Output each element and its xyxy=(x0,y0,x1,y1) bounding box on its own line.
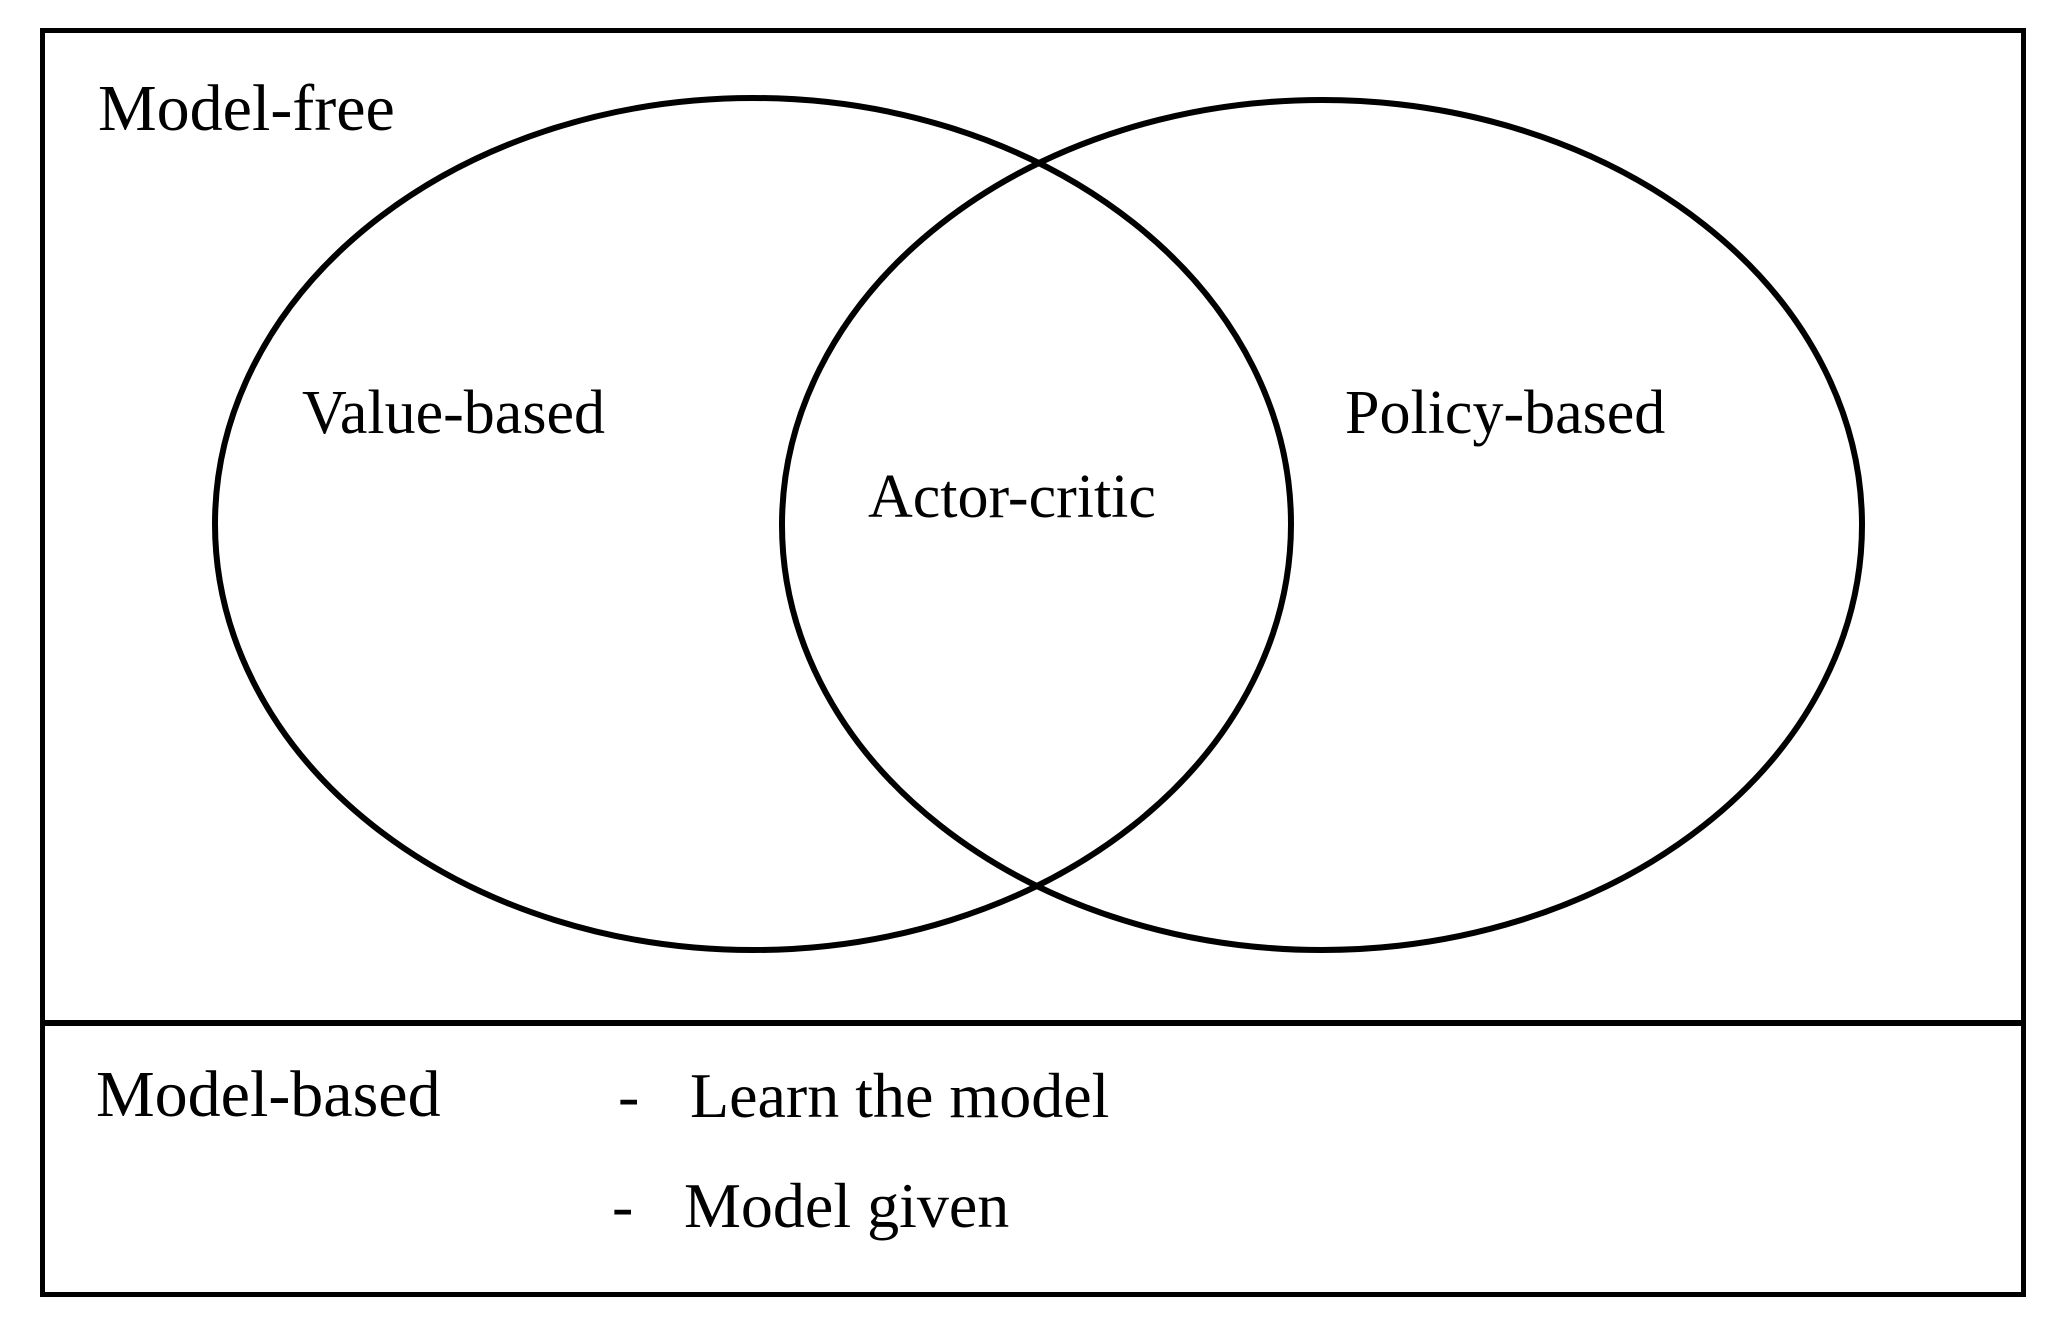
venn-label-actor-critic: Actor-critic xyxy=(868,463,1156,531)
venn-label-value-based: Value-based xyxy=(302,379,605,447)
right-ellipse-policy-based xyxy=(779,97,1865,953)
dash-bullet-icon: - xyxy=(618,1060,640,1131)
list-item: - Learn the model xyxy=(618,1064,1109,1128)
list-item: - Model given xyxy=(612,1174,1009,1238)
dash-bullet-icon: - xyxy=(612,1170,634,1241)
region-label-model-based: Model-based xyxy=(96,1058,441,1131)
list-item-label: Model given xyxy=(684,1170,1010,1241)
venn-label-policy-based: Policy-based xyxy=(1345,379,1666,447)
region-label-model-free: Model-free xyxy=(98,72,395,145)
list-item-label: Learn the model xyxy=(690,1060,1110,1131)
left-ellipse-value-based xyxy=(212,95,1294,953)
outer-border-rect xyxy=(40,28,2026,1297)
